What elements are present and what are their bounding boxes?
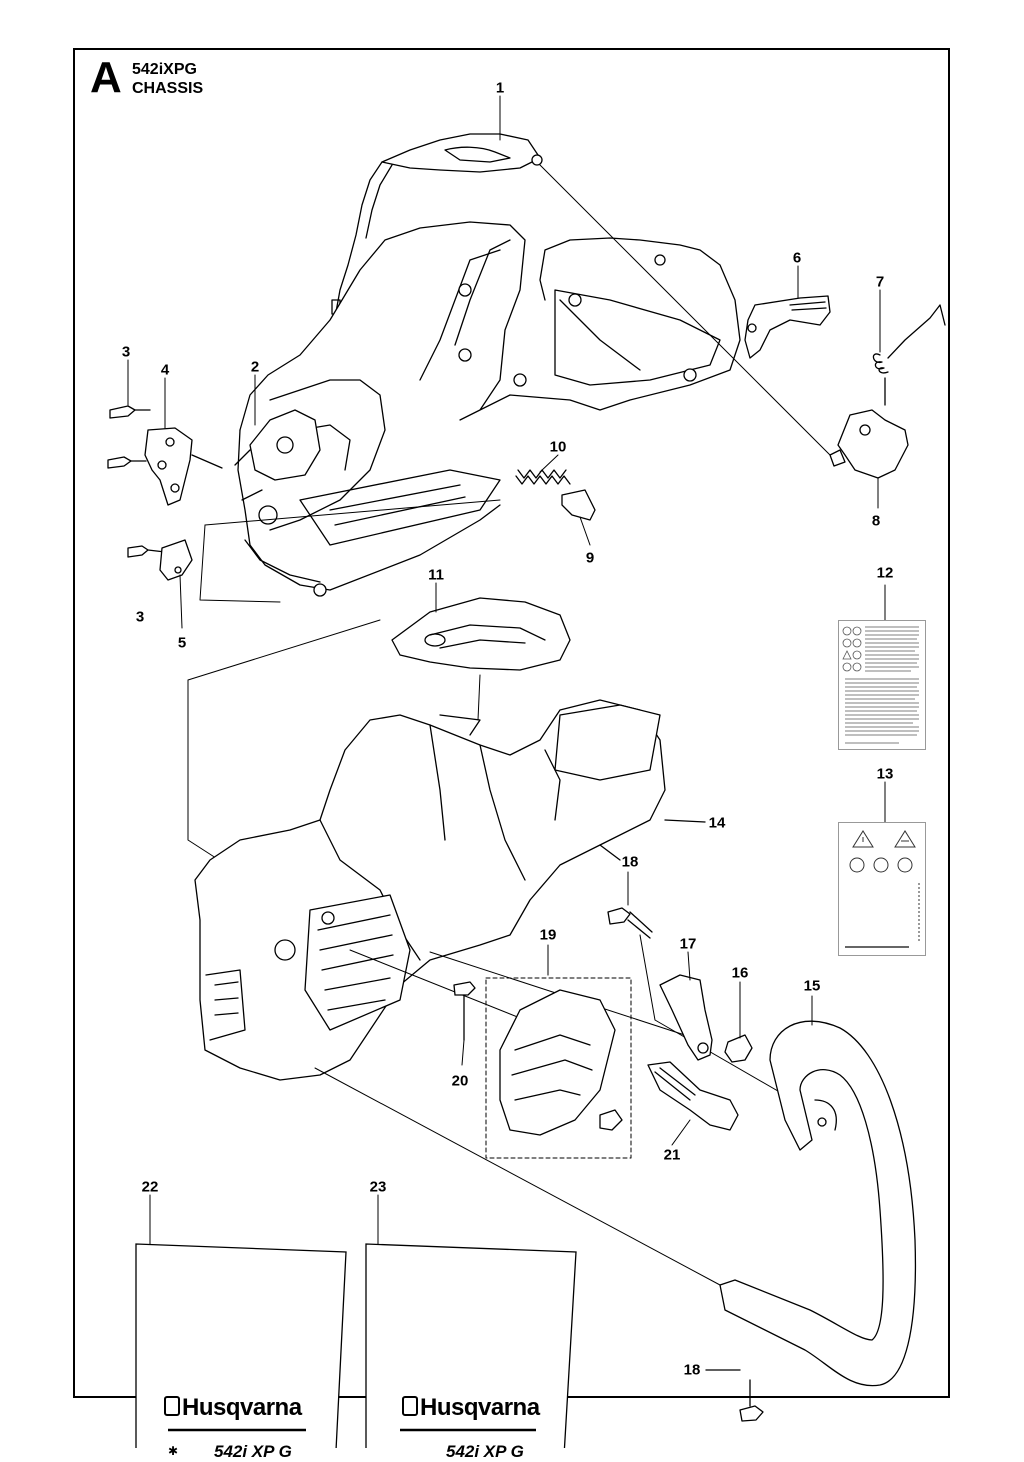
callout-17: 17	[679, 935, 697, 953]
decal-23-crown-logo-icon	[402, 1396, 418, 1416]
decal-23-brand: Husqvarna	[420, 1394, 540, 1421]
part-11-top-cover	[391, 597, 571, 671]
decal-22-model: 542i XP G	[214, 1442, 292, 1461]
decal-23-outline	[365, 1243, 577, 1448]
callout-leaders	[127, 95, 886, 1246]
warning-label-content	[842, 626, 919, 744]
symbol-label-content	[845, 830, 920, 948]
part-9-slider	[561, 489, 596, 521]
part-13-symbol-label	[838, 822, 926, 956]
callout-10: 10	[549, 438, 567, 456]
section-letter: A	[90, 53, 122, 102]
part-19-chain-guard	[485, 977, 632, 1159]
callout-13: 13	[876, 765, 894, 783]
callout-21: 21	[663, 1146, 681, 1164]
callout-18-lower: 18	[683, 1361, 701, 1379]
callout-2: 2	[250, 358, 260, 376]
callout-9: 9	[585, 549, 595, 567]
part-15-front-handle	[719, 1020, 917, 1387]
callout-4: 4	[160, 361, 170, 379]
callout-18: 18	[621, 853, 639, 871]
callout-7: 7	[875, 273, 885, 291]
callout-22: 22	[141, 1178, 159, 1196]
part-2-chassis-upper	[234, 221, 741, 597]
callout-16: 16	[731, 964, 749, 982]
callout-1: 1	[495, 79, 505, 97]
callout-3: 3	[121, 343, 131, 361]
part-21-rear-catcher	[647, 1061, 739, 1131]
callout-6: 6	[792, 249, 802, 267]
callout-8: 8	[871, 512, 881, 530]
decal-22-outline	[135, 1243, 347, 1448]
section-name: CHASSIS	[132, 80, 204, 97]
part-3-screws	[107, 405, 166, 558]
callout-20: 20	[451, 1072, 469, 1090]
decal-23-model: 542i XP G	[446, 1442, 524, 1461]
callout-11: 11	[428, 566, 444, 584]
callout-15: 15	[803, 977, 821, 995]
decal-22-crown-logo-icon	[164, 1396, 180, 1416]
part-8-lever	[829, 409, 909, 479]
callout-23: 23	[369, 1178, 387, 1196]
decal-22-bluetooth-icon: ✱	[168, 1444, 179, 1458]
part-1-throttle-assembly	[331, 133, 543, 315]
callout-3-lower: 3	[135, 608, 145, 626]
callout-5: 5	[177, 634, 187, 652]
part-4-bracket	[144, 427, 223, 506]
model-name: 542iXPG	[132, 61, 197, 78]
part-20-bolt	[453, 981, 476, 1041]
part-7-spring	[872, 304, 946, 406]
part-5-clip	[159, 539, 193, 581]
callout-14: 14	[708, 814, 726, 832]
callout-12: 12	[876, 564, 894, 582]
part-14-housing	[194, 699, 706, 1081]
part-12-warning-label	[838, 620, 926, 750]
part-18-bolt-lower	[705, 1369, 764, 1422]
part-6-trigger	[744, 295, 831, 359]
part-16-fastener	[724, 1034, 753, 1063]
part-18-bolt-upper	[607, 907, 653, 939]
callout-19: 19	[539, 926, 557, 944]
decal-22-brand: Husqvarna	[182, 1394, 302, 1421]
section-title: 542iXPG CHASSIS	[132, 60, 203, 98]
